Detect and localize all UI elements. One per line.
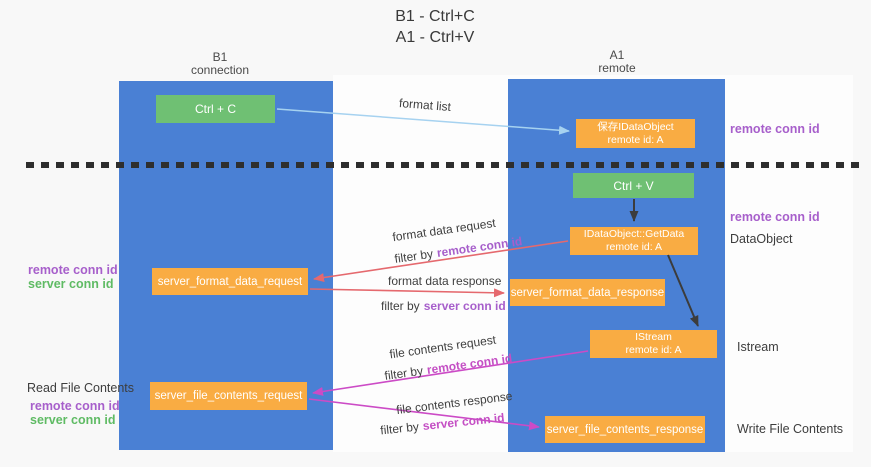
- lifeline-a1-name: A1: [609, 48, 625, 62]
- annotation-istream: Istream: [737, 340, 779, 354]
- machine-boundary-dashed-line: [26, 162, 861, 168]
- server-file-contents-request-label: server_file_contents_request: [154, 390, 303, 402]
- server-format-data-response-box: server_format_data_response: [510, 279, 665, 306]
- annotation-dataobject: DataObject: [730, 232, 793, 246]
- lifeline-b1-name: B1: [212, 50, 228, 64]
- annotation-server-conn-id-left-2: server conn id: [30, 413, 116, 427]
- idataobject-getdata-box: IDataObject::GetData remote id: A: [570, 227, 698, 255]
- lifeline-a1-role: remote: [598, 61, 636, 75]
- annotation-remote-conn-id-left-1: remote conn id: [28, 263, 118, 277]
- istream-line2: remote id: A: [625, 344, 682, 356]
- lifeline-header-a1: A1 remote: [552, 49, 682, 75]
- save-idataobject-line1: 保存IDataObject: [597, 120, 674, 133]
- server-conn-id-text: server conn id: [423, 299, 506, 313]
- title-line-2: A1 - Ctrl+V: [395, 29, 475, 46]
- ctrl-v-box: Ctrl + V: [573, 173, 694, 198]
- server-format-data-response-label: server_format_data_response: [510, 286, 665, 299]
- filter-by-text: filter by: [381, 299, 420, 313]
- server-file-contents-request-box: server_file_contents_request: [150, 382, 307, 410]
- annotation-read-file-contents: Read File Contents: [27, 381, 135, 395]
- getdata-line2: remote id: A: [605, 241, 663, 253]
- annotation-remote-conn-id-left-2: remote conn id: [30, 399, 120, 413]
- label-format-data-response: format data response: [388, 274, 502, 288]
- lifeline-b1-role: connection: [190, 63, 250, 77]
- lifeline-header-b1: B1 connection: [155, 51, 285, 77]
- diagram-title: B1 - Ctrl+C A1 - Ctrl+V: [330, 6, 540, 48]
- ctrl-v-label: Ctrl + V: [613, 178, 654, 193]
- server-file-contents-response-label: server_file_contents_response: [546, 423, 704, 436]
- istream-box: IStream remote id: A: [590, 330, 717, 358]
- title-line-1: B1 - Ctrl+C: [395, 8, 475, 25]
- annotation-remote-conn-id-mid: remote conn id: [730, 210, 820, 224]
- annotation-remote-conn-id-top: remote conn id: [730, 122, 820, 136]
- save-idataobject-line2: remote id: A: [607, 133, 664, 146]
- annotation-server-conn-id-left-1: server conn id: [28, 277, 114, 291]
- ctrl-c-label: Ctrl + C: [194, 102, 236, 116]
- ctrl-c-box: Ctrl + C: [156, 95, 275, 123]
- save-idataobject-box: 保存IDataObject remote id: A: [576, 119, 695, 148]
- server-format-data-request-box: server_format_data_request: [152, 268, 308, 295]
- getdata-line1: IDataObject::GetData: [583, 228, 685, 240]
- annotation-write-file-contents: Write File Contents: [737, 422, 844, 436]
- server-format-data-request-label: server_format_data_request: [157, 275, 303, 288]
- istream-line1: IStream: [635, 331, 672, 343]
- server-file-contents-response-box: server_file_contents_response: [545, 416, 705, 443]
